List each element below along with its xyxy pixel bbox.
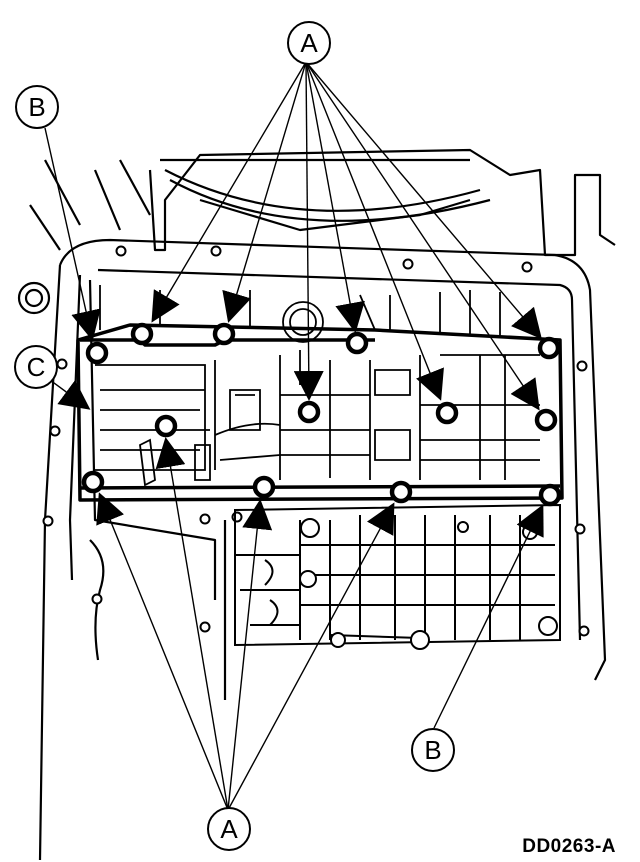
bolt-a-7 — [534, 408, 558, 432]
callout-a-top: A — [287, 21, 331, 65]
bolt-b-top-left — [85, 341, 109, 365]
leaders-b-c — [44, 127, 544, 729]
valve-body-bolts — [81, 322, 562, 507]
bolt-a-1 — [130, 322, 154, 346]
figure-code: DD0263-A — [522, 836, 616, 857]
bolt-a-5 — [297, 400, 321, 424]
lower-valve-body — [234, 503, 561, 647]
bolt-a-8 — [154, 414, 178, 438]
bolt-a-10 — [252, 475, 276, 499]
callout-c-left: C — [14, 345, 58, 389]
callout-b-top: B — [15, 85, 59, 129]
bolt-a-9 — [81, 470, 105, 494]
svg-text:A: A — [300, 28, 318, 58]
bolt-a-11 — [389, 480, 413, 504]
bolt-b-bottom-right — [538, 483, 562, 507]
callout-b-bottom: B — [411, 728, 455, 772]
main-valve-plate — [76, 323, 564, 502]
callout-a-bottom: A — [207, 807, 251, 851]
svg-text:C: C — [27, 352, 46, 382]
svg-text:A: A — [220, 814, 238, 844]
leaders-a-top — [151, 61, 542, 411]
bolt-a-4 — [537, 336, 561, 360]
svg-text:B: B — [28, 92, 45, 122]
bolt-a-3 — [345, 331, 369, 355]
leaders-a-bottom — [96, 437, 395, 811]
svg-text:B: B — [424, 735, 441, 765]
bolt-a-2 — [212, 322, 236, 346]
lower-bolt-holes — [299, 518, 558, 650]
case-bolt-holes — [42, 245, 590, 637]
bolt-a-6 — [435, 401, 459, 425]
main-valve-plate-details — [95, 285, 540, 487]
